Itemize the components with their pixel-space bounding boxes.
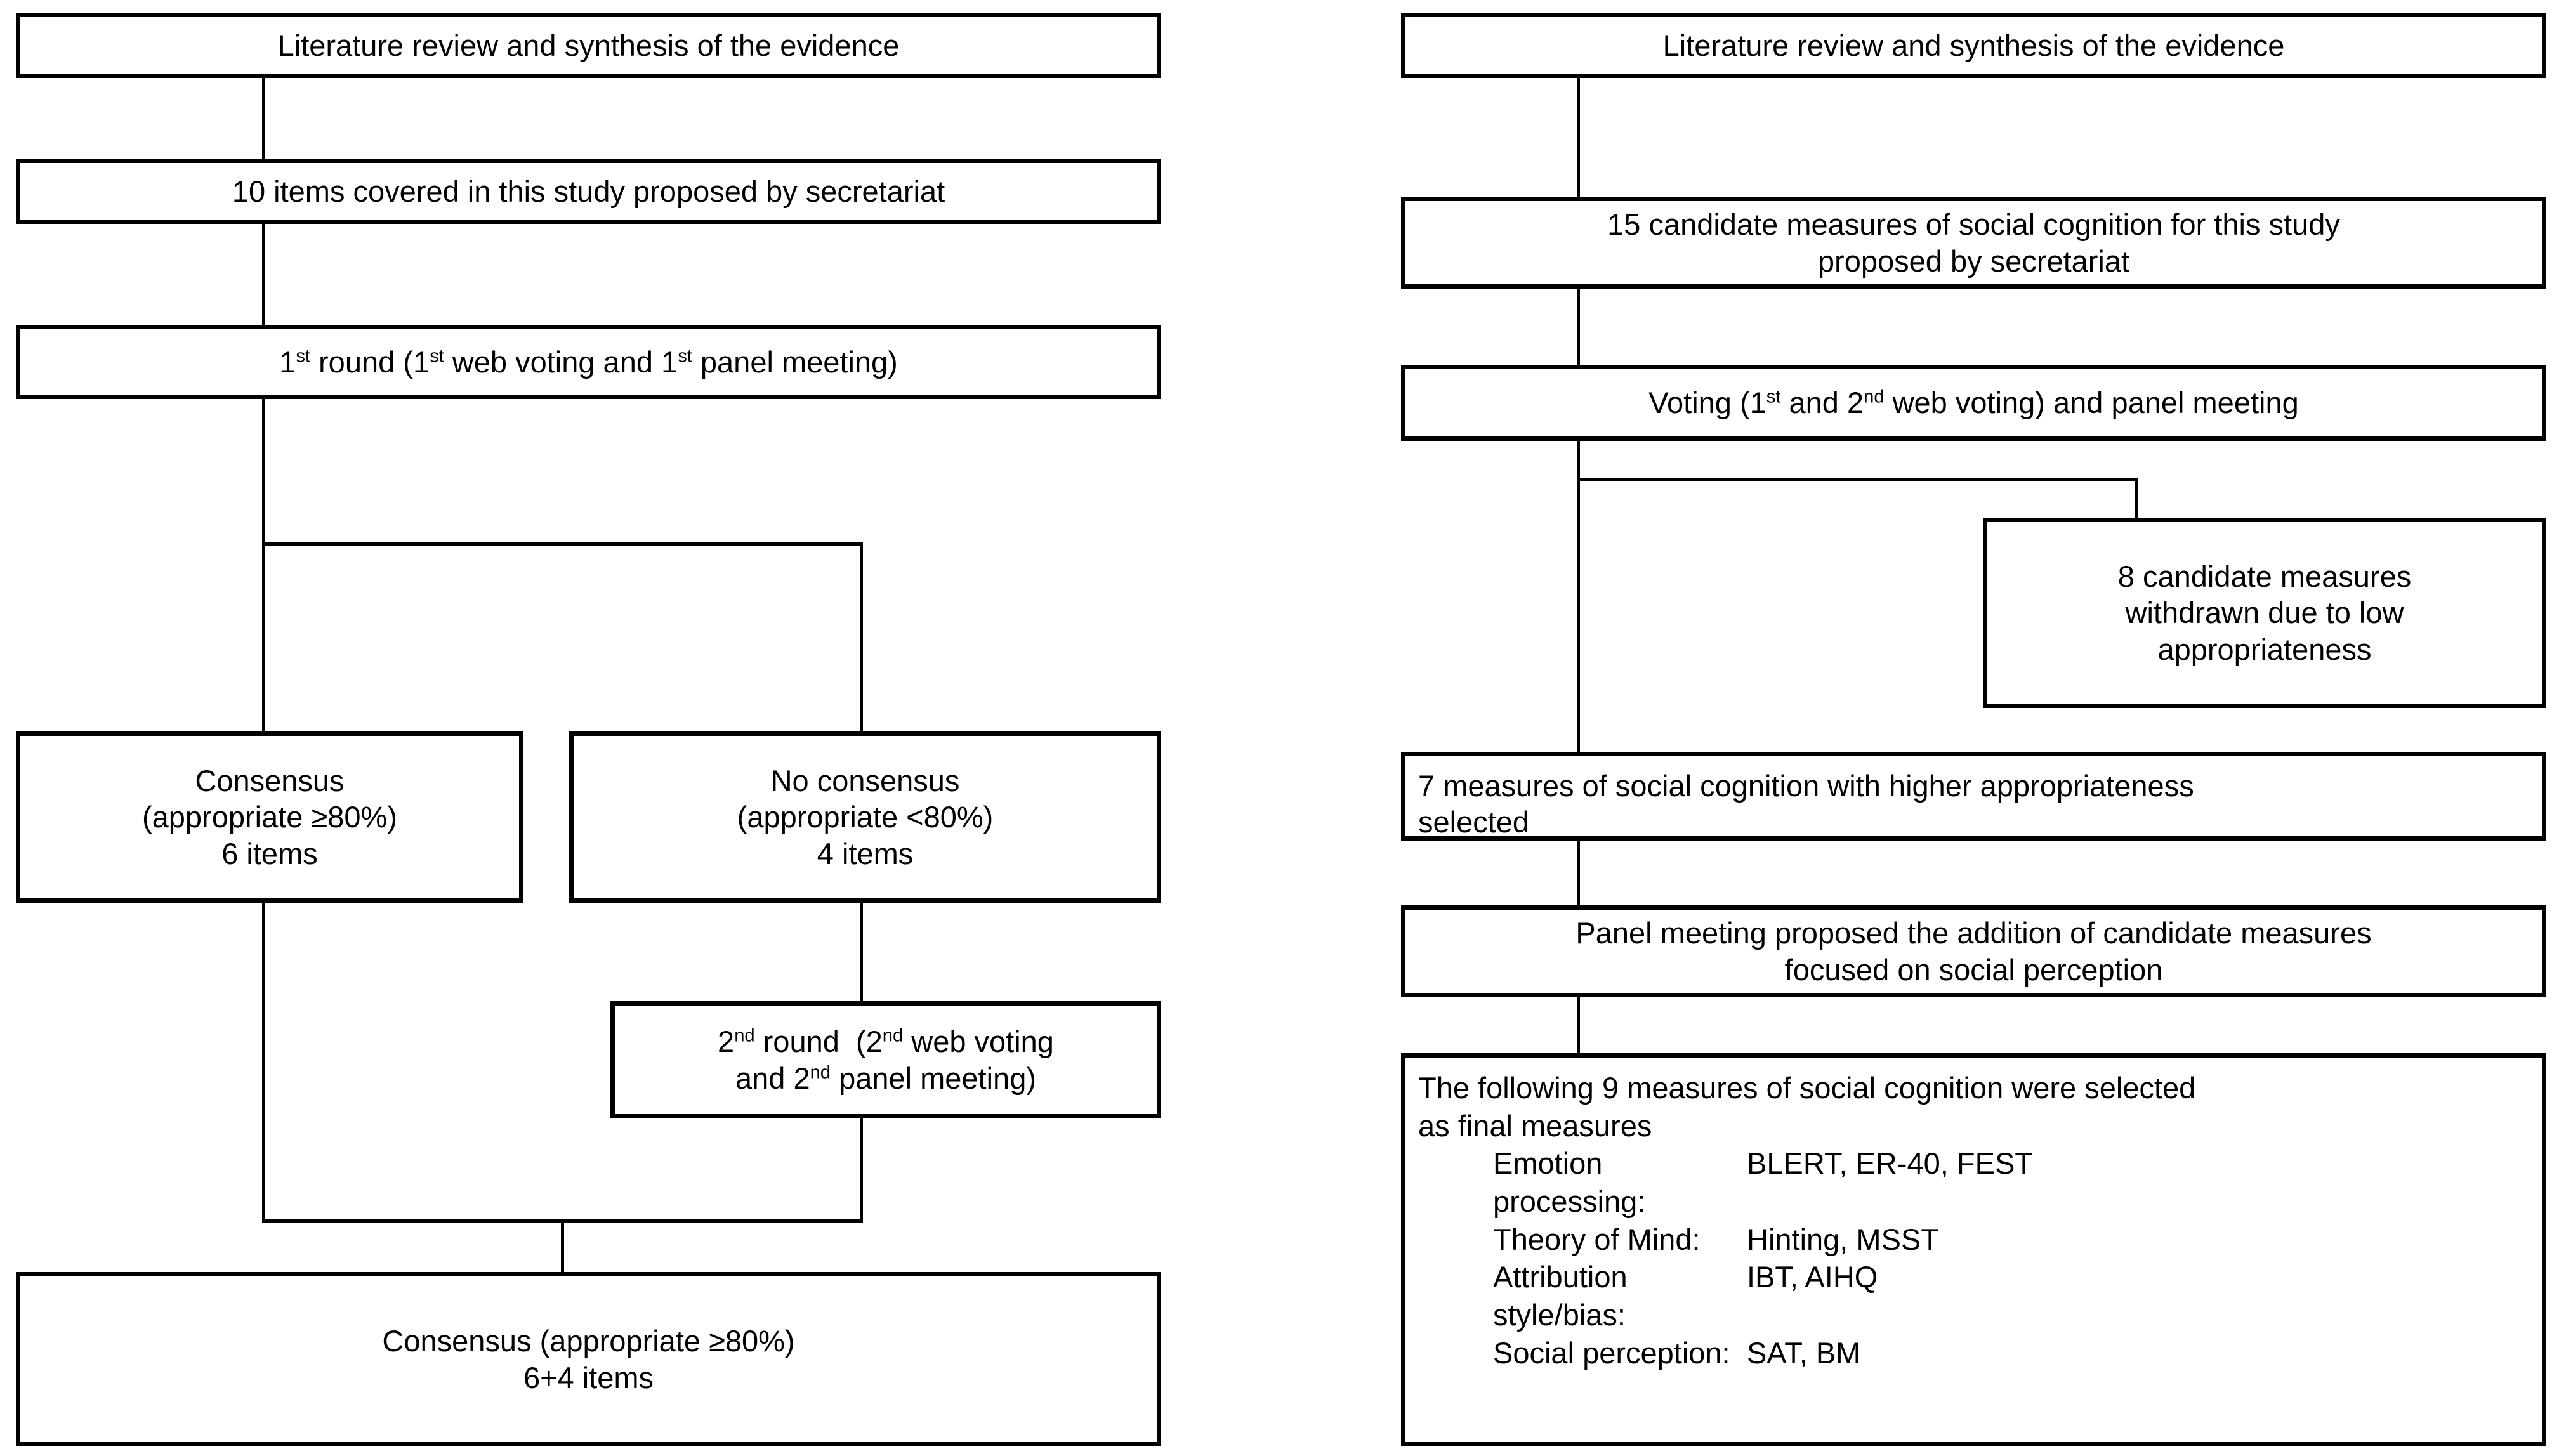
- node-line: Consensus: [195, 764, 345, 797]
- node-text: Literature review and synthesis of the e…: [277, 28, 900, 62]
- node-literature-review-left[interactable]: Literature review and synthesis of the e…: [16, 13, 1161, 78]
- connector-l3-split: [262, 398, 265, 732]
- connector-l4-down: [262, 901, 265, 1221]
- node-no-consensus-4-items[interactable]: No consensus (appropriate <80%) 4 items: [569, 731, 1161, 903]
- connector-r3-r5: [1577, 441, 1580, 752]
- node-line: appropriateness: [2157, 632, 2372, 666]
- node-text: Literature review and synthesis of the e…: [1662, 28, 2285, 62]
- node-literature-review-right[interactable]: Literature review and synthesis of the e…: [1401, 13, 2546, 78]
- node-final-consensus[interactable]: Consensus (appropriate ≥80%) 6+4 items: [16, 1272, 1161, 1446]
- connector-r6-r7: [1577, 980, 1580, 1053]
- node-line: (appropriate <80%): [737, 800, 994, 834]
- final-measure-row: Theory of Mind: Hinting, MSST: [1418, 1221, 2529, 1259]
- connector-merge-to-l7: [561, 1219, 564, 1273]
- measure-values: BLERT, ER-40, FEST: [1747, 1146, 2033, 1181]
- node-final-measures[interactable]: The following 9 measures of social cogni…: [1401, 1053, 2546, 1446]
- node-candidate-measures-proposed[interactable]: 15 candidate measures of social cognitio…: [1401, 197, 2546, 289]
- node-items-proposed[interactable]: 10 items covered in this study proposed …: [16, 159, 1161, 224]
- measure-category: Theory of Mind:: [1493, 1222, 1701, 1256]
- final-measures-heading-line: The following 9 measures of social cogni…: [1418, 1071, 2196, 1105]
- node-text: Voting (1st and 2nd web voting) and pane…: [1648, 386, 2299, 420]
- node-line: proposed by secretariat: [1817, 244, 2130, 278]
- node-panel-meeting-addition[interactable]: Panel meeting proposed the addition of c…: [1401, 905, 2546, 997]
- node-line: Panel meeting proposed the addition of c…: [1576, 916, 2372, 950]
- measure-category: Social perception:: [1493, 1335, 1730, 1370]
- node-text: 8 candidate measures withdrawn due to lo…: [2118, 558, 2411, 667]
- node-line: withdrawn due to low: [2125, 596, 2404, 630]
- measure-values: SAT, BM: [1747, 1335, 1861, 1370]
- node-text: 15 candidate measures of social cognitio…: [1607, 206, 2340, 279]
- node-first-round[interactable]: 1st round (1st web voting and 1st panel …: [16, 325, 1161, 399]
- measure-values: IBT, AIHQ: [1747, 1260, 1878, 1294]
- connector-l6-down: [860, 1117, 863, 1221]
- node-text: 10 items covered in this study proposed …: [232, 174, 945, 208]
- node-line: Consensus (appropriate ≥80%): [382, 1324, 795, 1358]
- measure-category: Attribution style/bias:: [1493, 1260, 1628, 1332]
- node-text: Consensus (appropriate ≥80%) 6 items: [142, 763, 397, 872]
- final-measure-row: Emotion processing: BLERT, ER-40, FEST: [1418, 1144, 2529, 1220]
- node-line: 8 candidate measures: [2117, 560, 2412, 593]
- measure-values: Hinting, MSST: [1747, 1222, 1939, 1256]
- node-line: 6 items: [221, 836, 318, 870]
- connector-l1-l2: [262, 77, 265, 160]
- node-voting-panel-meeting[interactable]: Voting (1st and 2nd web voting) and pane…: [1401, 365, 2546, 441]
- connector-r1-r2: [1577, 78, 1580, 197]
- node-line: 15 candidate measures of social cognitio…: [1607, 207, 2340, 242]
- node-line: focused on social perception: [1784, 952, 2163, 987]
- node-line: (appropriate ≥80%): [141, 800, 397, 834]
- connector-split-to-l5: [860, 542, 863, 733]
- node-line: 4 items: [817, 836, 914, 870]
- connector-r2-r3: [1577, 289, 1580, 365]
- node-text: 7 measures of social cognition with high…: [1418, 768, 2194, 841]
- node-measures-selected[interactable]: 7 measures of social cognition with high…: [1401, 752, 2546, 841]
- measure-category: Emotion processing:: [1493, 1146, 1646, 1219]
- final-measure-row: Social perception: SAT, BM: [1418, 1334, 2529, 1372]
- final-measures-heading-line: as final measures: [1418, 1108, 1652, 1143]
- node-measures-withdrawn[interactable]: 8 candidate measures withdrawn due to lo…: [1983, 518, 2546, 708]
- node-consensus-6-items[interactable]: Consensus (appropriate ≥80%) 6 items: [16, 731, 523, 903]
- node-line: selected: [1418, 805, 1530, 839]
- node-line: 7 measures of social cognition with high…: [1418, 769, 2194, 803]
- node-text: 1st round (1st web voting and 1st panel …: [279, 344, 898, 379]
- connector-withdrawn-horizontal: [1577, 478, 2138, 481]
- connector-to-withdrawn: [2135, 478, 2138, 519]
- node-line: No consensus: [770, 764, 960, 797]
- node-text: No consensus (appropriate <80%) 4 items: [737, 763, 994, 872]
- connector-r5-r6: [1577, 839, 1580, 905]
- connector-split-horizontal: [262, 542, 863, 546]
- node-text: Consensus (appropriate ≥80%) 6+4 items: [382, 1323, 794, 1396]
- connector-l2-l3: [262, 223, 265, 325]
- node-line: 6+4 items: [523, 1360, 654, 1394]
- connector-l5-l6: [860, 901, 863, 1002]
- final-measures-list: The following 9 measures of social cogni…: [1418, 1069, 2529, 1372]
- final-measure-row: Attribution style/bias: IBT, AIHQ: [1418, 1258, 2529, 1334]
- node-text: Panel meeting proposed the addition of c…: [1576, 915, 2371, 988]
